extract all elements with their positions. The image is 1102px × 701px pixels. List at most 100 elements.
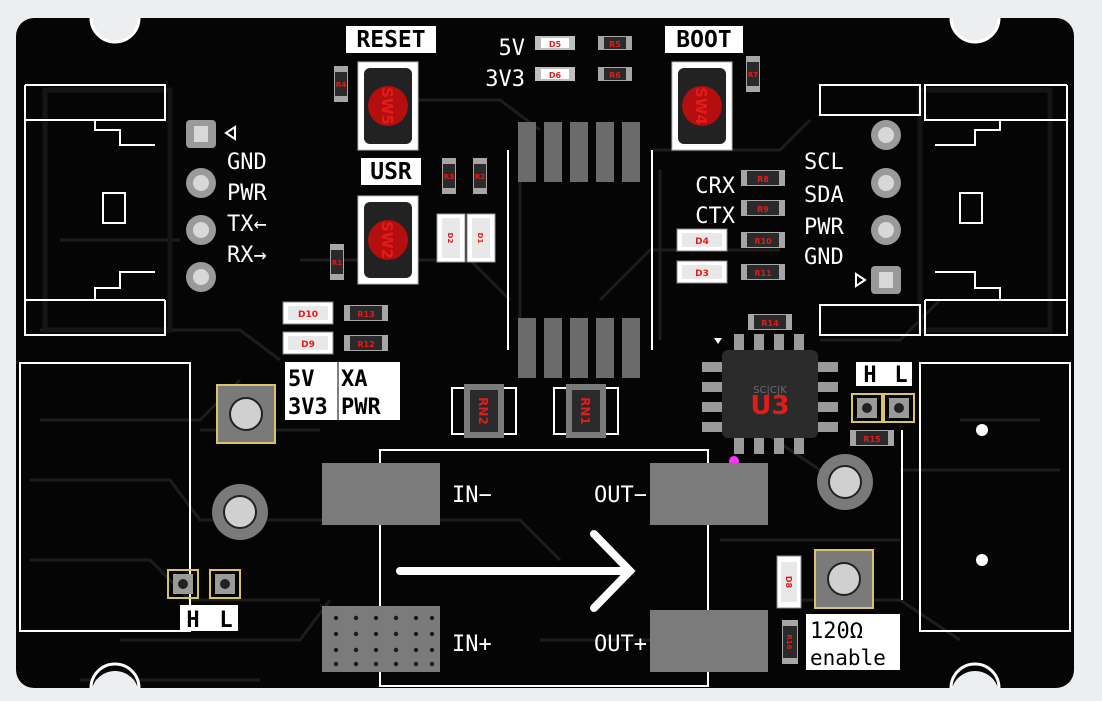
ref-sw5: SW5 <box>378 87 396 125</box>
svg-text:R14: R14 <box>761 319 779 328</box>
label-h-bottom: H <box>186 608 199 633</box>
svg-text:U3: U3 <box>750 391 789 421</box>
svg-text:R9: R9 <box>757 205 769 214</box>
label-rx: RX→ <box>227 243 267 268</box>
led-d6: D6 <box>535 67 575 81</box>
label-l-top: L <box>894 363 907 388</box>
label-5v-box: 5V <box>288 367 315 392</box>
label-pwr-box: PWR <box>341 395 381 420</box>
resistor-r4: R4 <box>334 66 348 102</box>
svg-text:R13: R13 <box>357 310 374 319</box>
resistor-r6: R6 <box>598 67 632 81</box>
resistor-network-rn2: RN2 <box>451 384 517 438</box>
svg-text:R10: R10 <box>754 237 772 246</box>
pad-in-plus <box>322 606 440 672</box>
switch-reset: SW5 <box>357 61 419 151</box>
svg-text:RN2: RN2 <box>476 397 490 425</box>
label-boot: BOOT <box>676 27 731 53</box>
resistor-r16: R16 <box>782 620 798 664</box>
ref-sw2: SW2 <box>378 221 396 259</box>
led-d5: D5 <box>535 36 575 50</box>
label-gnd-right: GND <box>804 245 844 270</box>
label-out-plus: OUT+ <box>594 632 647 657</box>
resistor-r1: R1 <box>330 244 344 280</box>
svg-text:R7: R7 <box>748 71 758 79</box>
left-connector-outline <box>24 84 166 336</box>
svg-text:D1: D1 <box>476 233 484 244</box>
flow-arrow-icon <box>396 530 636 612</box>
label-3v3-box: 3V3 <box>288 395 328 420</box>
label-crx: CRX <box>695 174 735 199</box>
label-120-ohm: 120Ω <box>810 619 863 644</box>
resistor-network-rn1: RN1 <box>553 384 619 438</box>
led-d3: D3 <box>676 260 728 284</box>
led-d1: D1 <box>466 213 496 263</box>
svg-text:R6: R6 <box>609 71 621 80</box>
jumper-hl-top <box>851 393 915 423</box>
svg-text:RN1: RN1 <box>578 397 592 425</box>
resistor-r12: R12 <box>344 335 388 351</box>
mounting-pad-left-bottom <box>212 484 268 540</box>
pad-out-plus <box>650 610 768 672</box>
svg-text:R4: R4 <box>336 81 346 89</box>
svg-text:R3: R3 <box>444 173 454 181</box>
label-l-bottom: L <box>219 608 232 633</box>
svg-text:D8: D8 <box>784 576 793 589</box>
svg-text:R5: R5 <box>609 40 621 49</box>
label-pwr-left: PWR <box>227 181 267 206</box>
label-usr: USR <box>370 159 412 185</box>
resistor-r11: R11 <box>741 264 785 280</box>
svg-text:R2: R2 <box>475 173 485 181</box>
right-header-pins <box>855 120 901 294</box>
label-3v3-top: 3V3 <box>485 67 525 92</box>
svg-text:R1: R1 <box>332 259 342 267</box>
resistor-r10: R10 <box>741 232 785 248</box>
svg-text:R15: R15 <box>863 435 881 444</box>
label-enable: enable <box>810 646 886 670</box>
left-header-pins <box>186 120 236 292</box>
resistor-r14: R14 <box>748 314 792 330</box>
resistor-r5: R5 <box>598 36 632 50</box>
label-tx: TX← <box>227 212 267 237</box>
resistor-r3: R3 <box>442 158 456 194</box>
pad-in-minus <box>322 463 440 525</box>
resistor-r9: R9 <box>741 200 785 216</box>
jumper-hl-bottom <box>167 569 241 599</box>
label-in-minus: IN− <box>452 483 492 508</box>
label-out-minus: OUT− <box>594 483 647 508</box>
switch-usr: SW2 <box>357 195 419 285</box>
led-d8: D8 <box>776 555 802 609</box>
mounting-pad-left-top <box>216 384 276 444</box>
right-terminal-outline <box>901 362 1071 632</box>
ic-u3: SC|C|K U3 <box>702 334 838 466</box>
svg-text:D3: D3 <box>695 269 709 279</box>
resistor-r8: R8 <box>741 170 785 186</box>
led-d10: D10 <box>282 301 334 325</box>
svg-text:D10: D10 <box>298 310 318 320</box>
svg-text:R12: R12 <box>357 340 374 349</box>
label-sda: SDA <box>804 183 844 208</box>
svg-text:R8: R8 <box>757 175 769 184</box>
svg-text:D9: D9 <box>301 340 315 350</box>
led-d9: D9 <box>282 331 334 355</box>
resistor-r15: R15 <box>850 430 894 446</box>
svg-text:R16: R16 <box>785 634 793 649</box>
label-ctx: CTX <box>695 204 735 229</box>
label-5v-top: 5V <box>499 36 526 61</box>
svg-text:D2: D2 <box>446 233 454 244</box>
label-pwr-right: PWR <box>804 215 844 240</box>
resistor-r13: R13 <box>344 305 388 321</box>
ref-sw4: SW4 <box>692 87 710 125</box>
mounting-pad-right-mid <box>817 454 873 510</box>
led-d4: D4 <box>676 228 728 252</box>
led-d2: D2 <box>436 213 466 263</box>
svg-text:D4: D4 <box>695 237 709 247</box>
label-in-plus: IN+ <box>452 632 492 657</box>
resistor-r7: R7 <box>746 56 760 92</box>
svg-text:R11: R11 <box>754 269 772 278</box>
ic-pads <box>518 122 640 378</box>
svg-text:D5: D5 <box>549 40 562 49</box>
resistor-r2: R2 <box>473 158 487 194</box>
